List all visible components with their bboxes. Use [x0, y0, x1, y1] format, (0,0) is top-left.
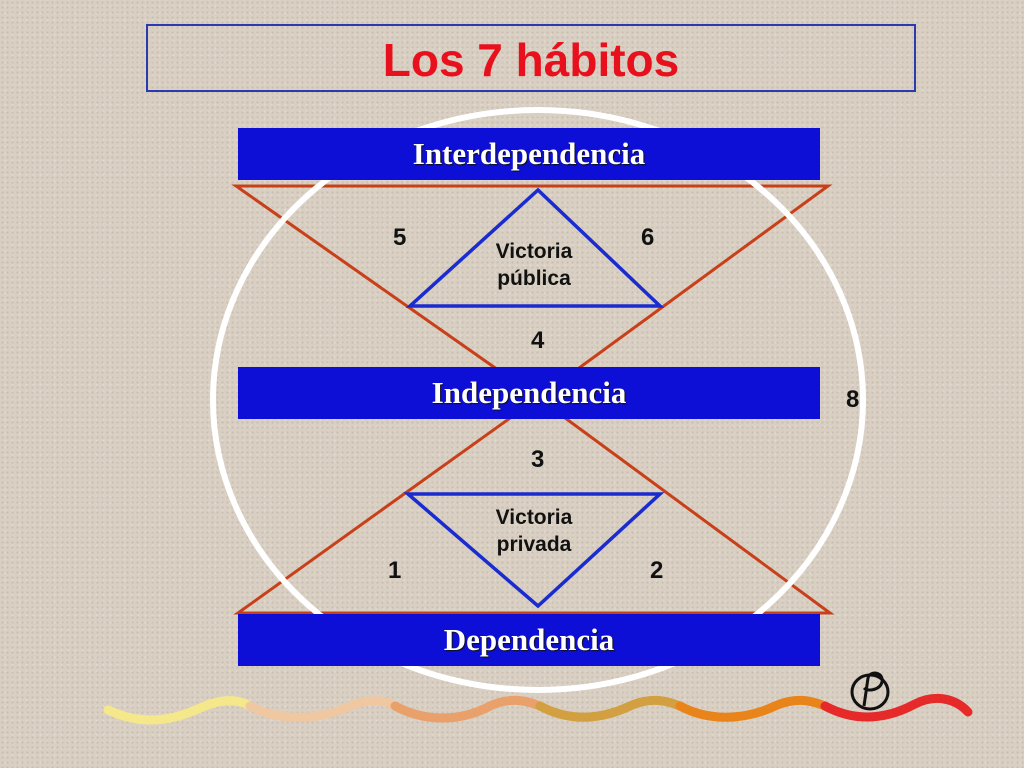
interdependence-band: Interdependencia	[238, 128, 820, 180]
private-victory-triangle	[403, 492, 665, 609]
habit-1-number: 1	[388, 557, 402, 584]
habit-8-number: 8	[846, 386, 860, 413]
lower-outer-triangle	[233, 396, 835, 615]
public-victory-triangle	[405, 187, 665, 308]
page-title: Los 7 hábitos	[382, 34, 680, 86]
public-victory-label: Victoria pública	[474, 238, 594, 292]
habit-6-number: 6	[641, 224, 655, 251]
habit-5-number: 5	[393, 224, 407, 251]
stylized-p-logo-icon	[850, 671, 890, 711]
dependence-band: Dependencia	[238, 614, 820, 666]
private-victory-label: Victoria privada	[474, 504, 594, 558]
habit-4-number: 4	[531, 327, 545, 354]
habit-3-number: 3	[531, 446, 545, 473]
habit-2-number: 2	[650, 557, 664, 584]
title-box: Los 7 hábitos	[146, 24, 916, 92]
public-victory-line2: pública	[497, 267, 571, 290]
habit-8-circle	[210, 107, 866, 693]
independence-band: Independencia	[238, 367, 820, 419]
public-victory-line1: Victoria	[495, 240, 573, 263]
upper-outer-triangle	[231, 184, 833, 400]
private-victory-line1: Victoria	[495, 506, 573, 529]
wavy-line-decoration	[103, 693, 973, 725]
private-victory-line2: privada	[496, 533, 572, 556]
